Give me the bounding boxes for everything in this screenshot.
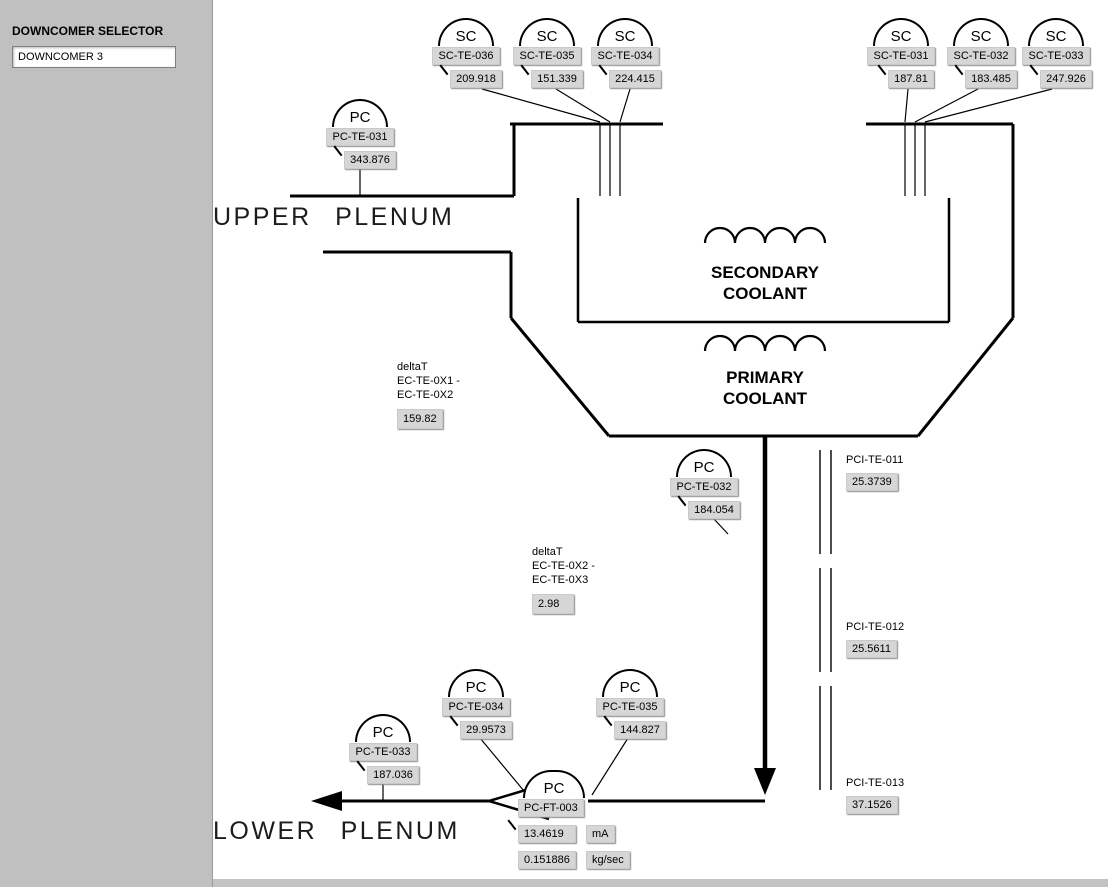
instrument-pc-te-031: PC PC-TE-031 343.876 [325, 99, 396, 169]
primary-coil-icon [703, 334, 827, 352]
gauge-arc: PC [448, 669, 504, 697]
instrument-value: 187.036 [367, 766, 419, 784]
instrument-tag: SC-TE-034 [591, 47, 659, 65]
lower-plenum-label: LOWER PLENUM [213, 817, 460, 845]
flow-current-row: 13.4619 mA [518, 824, 650, 843]
instrument-value: 29.9573 [460, 721, 512, 739]
gauge-type: PC [693, 459, 715, 476]
secondary-coil-icon [703, 226, 827, 244]
gauge-arc: SC [873, 18, 929, 46]
flow-rate-unit: kg/sec [586, 851, 630, 869]
primary-coolant-label: PRIMARY COOLANT [722, 368, 808, 408]
instrument-tag: PC-TE-031 [326, 128, 394, 146]
instrument-value: 151.339 [531, 70, 583, 88]
pci-tag: PCI-TE-012 [846, 621, 905, 633]
instrument-tag: SC-TE-035 [513, 47, 581, 65]
delta-t-label: deltaT EC-TE-0X1 - EC-TE-0X2 [397, 361, 460, 401]
gauge-type: SC [1045, 28, 1067, 45]
pci-te-012-readout: PCI-TE-012 25.5611 [846, 621, 904, 658]
secondary-coolant-label: SECONDARY COOLANT [711, 263, 819, 303]
instrument-tag: SC-TE-033 [1022, 47, 1090, 65]
gauge-type: SC [536, 28, 558, 45]
instrument-tag: PC-TE-032 [670, 478, 738, 496]
instrument-tag: SC-TE-036 [432, 47, 500, 65]
gauge-type: PC [619, 679, 641, 696]
instrument-value: 187.81 [888, 70, 934, 88]
gauge-type: PC [372, 724, 394, 741]
gauge-arc: SC [519, 18, 575, 46]
instrument-value: 343.876 [344, 151, 396, 169]
pci-dashed-lines [819, 450, 832, 792]
delta-t-readout-1: deltaT EC-TE-0X1 - EC-TE-0X2 159.82 [397, 360, 460, 429]
gauge-type: PC [349, 109, 371, 126]
flow-rate-row: 0.151886 kg/sec [518, 850, 650, 869]
upper-plenum-label: UPPER PLENUM [213, 203, 455, 231]
instrument-pc-te-034: PC PC-TE-034 29.9573 [441, 669, 512, 739]
delta-t-value: 159.82 [397, 409, 443, 429]
downcomer-selector-label: DOWNCOMER SELECTOR [12, 24, 164, 38]
gauge-type: SC [890, 28, 912, 45]
instrument-pc-te-035: PC PC-TE-035 144.827 [595, 669, 666, 739]
instrument-value: 184.054 [688, 501, 740, 519]
gauge-arc: SC [597, 18, 653, 46]
panel-bottom-edge [212, 879, 1108, 887]
gauge-type: SC [455, 28, 477, 45]
pci-tag: PCI-TE-011 [846, 454, 904, 466]
flow-rate-value: 0.151886 [518, 851, 576, 869]
instrument-sc-te-036: SC SC-TE-036 209.918 [431, 18, 502, 88]
delta-t-label: deltaT EC-TE-0X2 - EC-TE-0X3 [532, 546, 595, 586]
instrument-tag: PC-TE-033 [349, 743, 417, 761]
pci-value: 25.5611 [846, 640, 897, 658]
pci-tag: PCI-TE-013 [846, 777, 905, 789]
instrument-sc-te-033: SC SC-TE-033 247.926 [1021, 18, 1092, 88]
sidebar: DOWNCOMER SELECTOR [0, 0, 213, 887]
gauge-type: SC [970, 28, 992, 45]
instrument-value: 247.926 [1040, 70, 1092, 88]
instrument-sc-te-032: SC SC-TE-032 183.485 [946, 18, 1017, 88]
flow-arrow-down-icon [754, 768, 776, 795]
pci-value: 25.3739 [846, 473, 898, 491]
flow-current-value: 13.4619 [518, 825, 576, 843]
instrument-value: 183.485 [965, 70, 1017, 88]
gauge-arc: PC [355, 714, 411, 742]
instrument-sc-te-034: SC SC-TE-034 224.415 [590, 18, 661, 88]
instrument-value: 144.827 [614, 721, 666, 739]
instrument-tag: PC-FT-003 [518, 799, 584, 817]
instrument-pc-te-032: PC PC-TE-032 184.054 [669, 449, 740, 519]
instrument-sc-te-035: SC SC-TE-035 151.339 [512, 18, 583, 88]
delta-t-value: 2.98 [532, 594, 574, 614]
gauge-arc: PC [602, 669, 658, 697]
gauge-arc: SC [1028, 18, 1084, 46]
pci-te-013-readout: PCI-TE-013 37.1526 [846, 777, 904, 814]
flow-current-unit: mA [586, 825, 615, 843]
gauge-arc: PC [523, 770, 585, 798]
instrument-pc-te-033: PC PC-TE-033 187.036 [348, 714, 419, 784]
flow-arrow-left-icon [311, 791, 342, 811]
pci-value: 37.1526 [846, 796, 898, 814]
instrument-value: 224.415 [609, 70, 661, 88]
instrument-sc-te-031: SC SC-TE-031 187.81 [866, 18, 936, 88]
instrument-tag: PC-TE-034 [442, 698, 510, 716]
pci-te-011-readout: PCI-TE-011 25.3739 [846, 454, 903, 491]
gauge-type: SC [614, 28, 636, 45]
gauge-arc: PC [676, 449, 732, 477]
instrument-value: 209.918 [450, 70, 502, 88]
gauge-type: PC [465, 679, 487, 696]
instrument-tag: SC-TE-032 [947, 47, 1015, 65]
gauge-type: PC [543, 780, 565, 797]
gauge-arc: SC [953, 18, 1009, 46]
instrument-pc-ft-003: PC PC-FT-003 13.4619 mA 0.151886 kg/sec [518, 770, 650, 869]
downcomer-selector-input[interactable] [12, 46, 176, 68]
gauge-arc: SC [438, 18, 494, 46]
instrument-tag: PC-TE-035 [596, 698, 664, 716]
delta-t-readout-2: deltaT EC-TE-0X2 - EC-TE-0X3 2.98 [532, 545, 595, 614]
gauge-arc: PC [332, 99, 388, 127]
instrument-tag: SC-TE-031 [867, 47, 935, 65]
